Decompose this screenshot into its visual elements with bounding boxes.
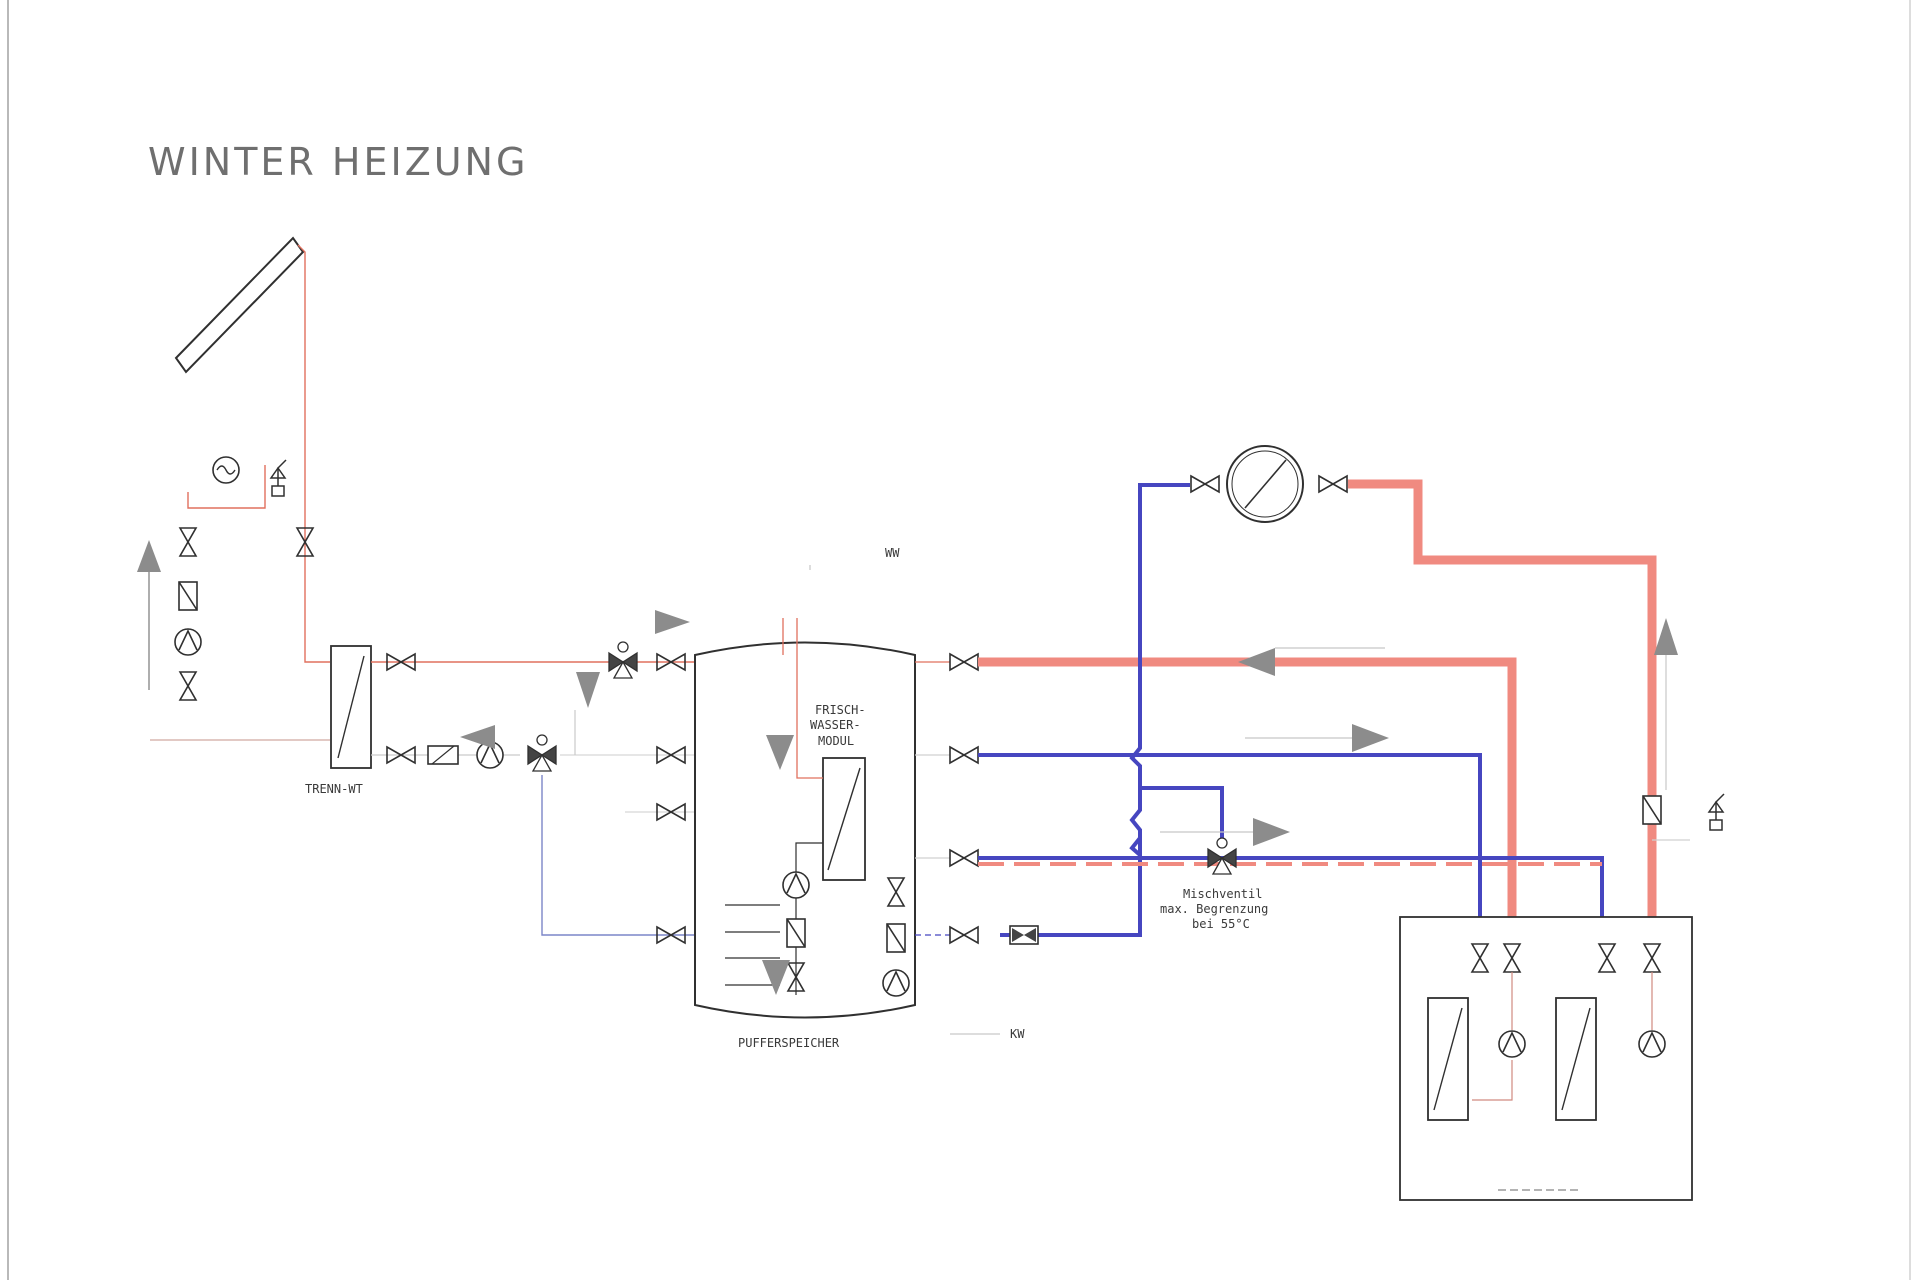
hot-supply-pipes — [978, 479, 1657, 917]
rise-check-valve-icon — [1642, 795, 1662, 825]
solar-collector-icon — [174, 236, 305, 374]
label-kw: KW — [1010, 1027, 1025, 1041]
label-frischwasser-3: MODUL — [818, 734, 854, 748]
label-pufferspeicher: PUFFERSPEICHER — [738, 1036, 840, 1050]
valve-heating-return-icon — [949, 746, 979, 764]
solar-valve-icon — [179, 527, 197, 557]
safety-valve-icon — [270, 459, 287, 497]
heat-exchanger-icon — [330, 645, 372, 769]
diverter-valve-lower-icon — [527, 734, 557, 772]
tank-inner-pipes — [782, 618, 823, 779]
label-mischventil-3: bei 55°C — [1192, 917, 1250, 931]
solar-expansion-vessel-icon — [212, 456, 240, 484]
flow-arrows-tank — [762, 735, 794, 995]
label-frischwasser-2: WASSER- — [810, 718, 861, 732]
label-ww: WW — [885, 546, 900, 560]
heat-source-icon — [1226, 445, 1304, 523]
tank-right-pump-icon — [882, 969, 910, 997]
flow-arrows-distribution — [1160, 618, 1678, 846]
label-frischwasser-1: FRISCH- — [815, 703, 866, 717]
diagram-title: WINTER HEIZUNG — [148, 140, 528, 184]
box-pump-1-icon — [1498, 1030, 1526, 1058]
label-trenn-wt: TRENN-WT — [305, 782, 363, 796]
tank-right-check-valve-icon — [886, 923, 906, 953]
tank-outlet-thin — [915, 661, 950, 936]
label-mischventil-2: max. Begrenzung — [1160, 902, 1268, 916]
buffer-storage-tank — [694, 641, 916, 1019]
dirt-separator-icon — [1009, 925, 1039, 945]
box-inner-lines — [1472, 972, 1653, 1101]
valve-mixing-icon — [949, 849, 979, 867]
filter-icon — [427, 745, 459, 765]
solar-pump-icon — [174, 628, 202, 656]
label-mischventil-1: Mischventil — [1183, 887, 1262, 901]
flow-arrows-charging — [460, 610, 690, 749]
fresh-water-pump-icon — [782, 871, 810, 899]
fresh-water-module — [822, 757, 866, 881]
valve-cold-water-icon — [949, 926, 979, 944]
box-heat-exchanger-2-icon — [1555, 997, 1597, 1121]
valve-heat-source-in-icon — [1190, 475, 1220, 493]
solar-loop-lines — [150, 244, 330, 741]
valve-heating-supply-icon — [949, 653, 979, 671]
cold-return-pipes — [978, 483, 1604, 945]
solar-valve-lower-icon — [179, 671, 197, 701]
valve-heat-source-out-icon — [1318, 475, 1348, 493]
box-heat-exchanger-1-icon — [1427, 997, 1469, 1121]
diverter-valve-upper-icon — [608, 641, 638, 679]
box-pump-2-icon — [1638, 1030, 1666, 1058]
charging-lines — [371, 661, 695, 936]
tank-check-valve-icon — [786, 918, 806, 948]
solar-check-valve-icon — [178, 581, 198, 611]
flow-arrow-up-left — [137, 540, 161, 690]
right-safety-valve-icon — [1708, 793, 1725, 831]
